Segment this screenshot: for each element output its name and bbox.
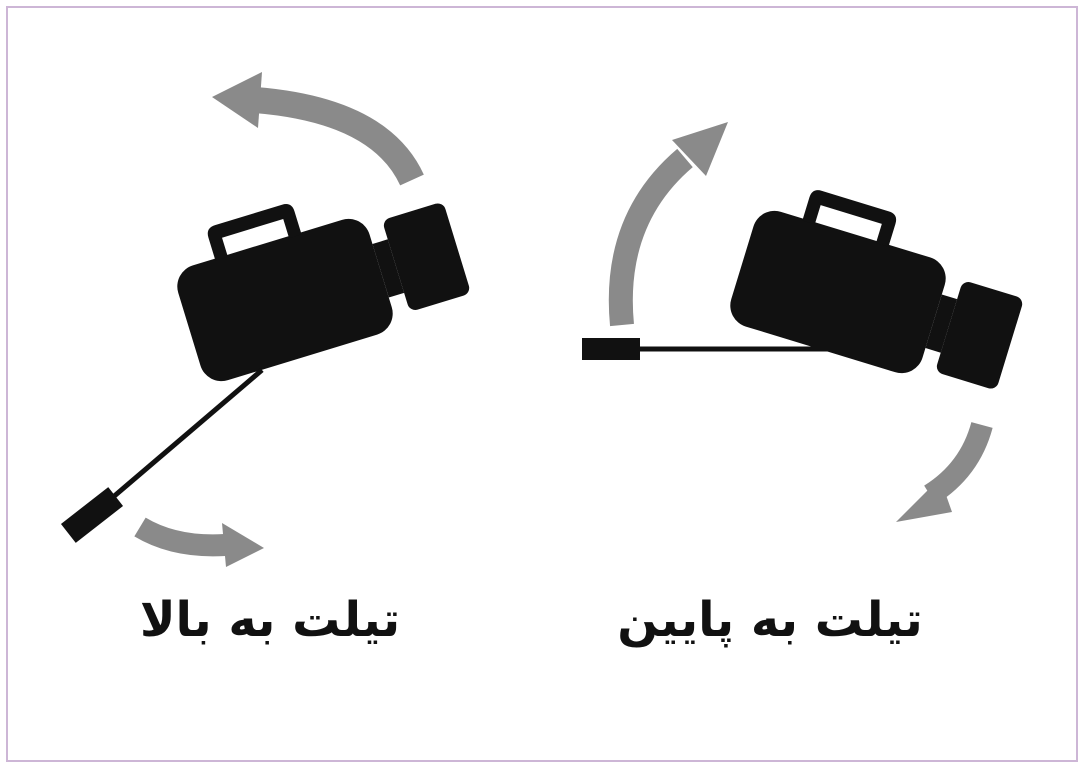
curved-arrow-icon <box>140 523 264 567</box>
camera-icon <box>725 175 1037 402</box>
handle-grip <box>582 338 640 360</box>
tilt-up-label: تیلت به بالا <box>120 585 420 655</box>
camera-icon <box>162 159 474 386</box>
tripod-handle <box>112 370 262 498</box>
handle-grip <box>61 487 123 543</box>
curved-arrow-icon <box>896 425 982 522</box>
curved-arrow-icon <box>621 122 728 325</box>
tilt-down-label: تیلت به پایین <box>600 585 940 655</box>
curved-arrow-icon <box>212 72 412 180</box>
